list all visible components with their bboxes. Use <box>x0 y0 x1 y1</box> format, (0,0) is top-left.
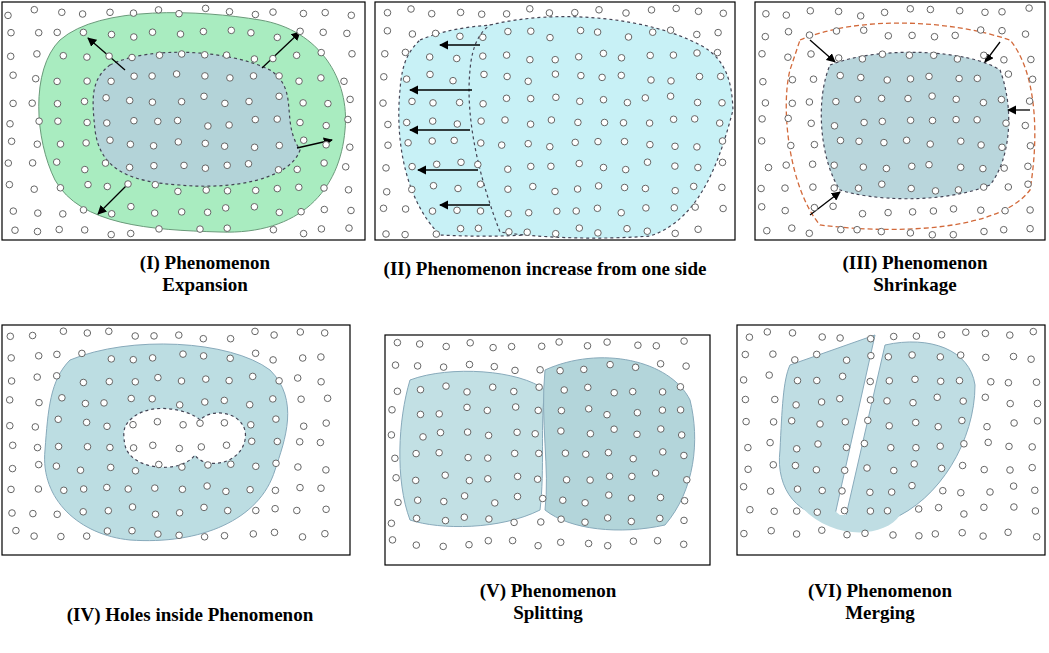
panel-caption: (III) Phenomenon Shrinkage <box>828 252 1003 296</box>
panel-caption: (V) Phenomenon Splitting <box>453 580 643 624</box>
panel-caption: (I) Phenomenon Expansion <box>118 252 293 296</box>
panel-caption: (II) Phenomenon increase from one side <box>285 258 805 280</box>
panel-caption: (IV) Holes inside Phenomenon <box>10 604 370 626</box>
panel-caption: (VI) Phenomenon Merging <box>785 580 975 624</box>
